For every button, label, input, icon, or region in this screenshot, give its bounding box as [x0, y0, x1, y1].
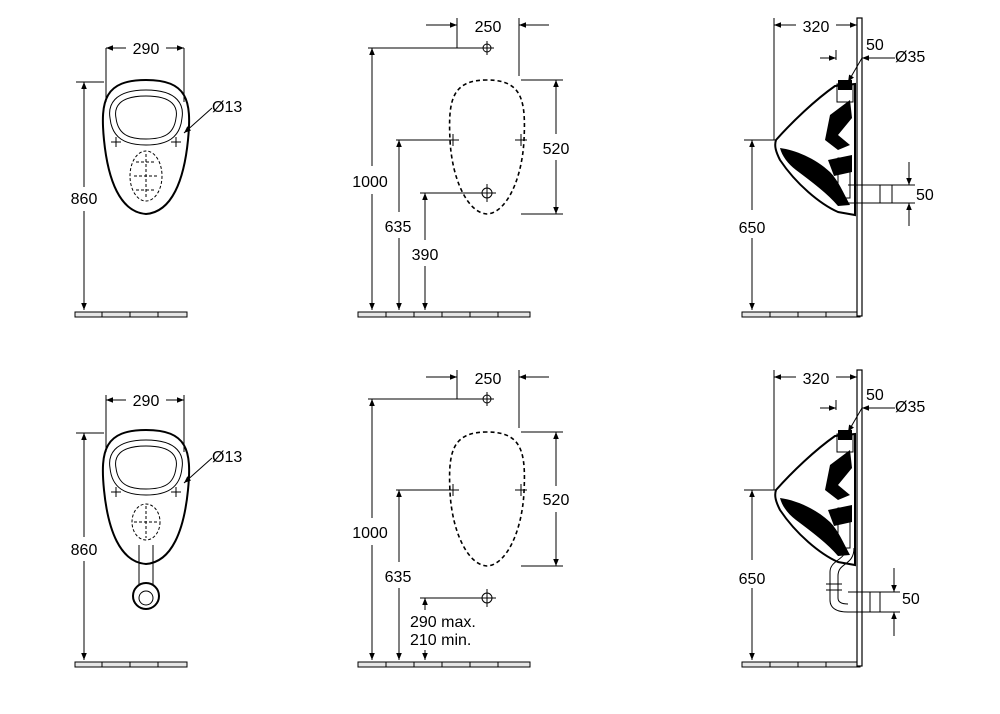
outlet-pipe: [848, 184, 893, 204]
outlet-height-dimension: 390: [412, 193, 478, 310]
floor-line: [741, 661, 861, 668]
outlet-label: 50: [916, 187, 934, 204]
bottom-front-view: 290 Ø13 860: [71, 393, 242, 668]
fixing-points: [447, 392, 527, 607]
top-side-view: 320 50 Ø35 650 50: [739, 18, 934, 318]
bottom-installation-view: 250 1000 635 290 max. 210 min. 520: [352, 370, 570, 668]
width-dimension: 290: [106, 41, 184, 102]
floor-line: [741, 311, 861, 318]
outlet-height-label: 390: [412, 247, 439, 264]
bowl-height-label: 520: [543, 141, 570, 158]
outlet-label: 50: [902, 591, 920, 608]
fixing-height-dimension: 635: [385, 490, 447, 660]
width-dimension: 290: [106, 393, 184, 452]
bottom-side-view: 320 50 Ø35 650 50: [739, 369, 925, 668]
inlet-diameter-label: Ø35: [895, 399, 925, 416]
top-width-dimension: 250: [426, 18, 549, 76]
hole-diameter-label: Ø13: [212, 99, 242, 116]
height-dimension: 860: [71, 433, 104, 660]
urinal-side-profile: [774, 80, 856, 217]
outlet-height-dimension: 290 max. 210 min.: [410, 597, 478, 660]
total-height-dimension: 1000: [352, 48, 480, 310]
rim-height-dimension: 650: [739, 140, 776, 310]
hole-diameter-label: Ø13: [212, 449, 242, 466]
urinal-side-profile: [774, 430, 856, 567]
outlet-dimension: 50: [892, 162, 934, 226]
depth-label: 320: [803, 371, 830, 388]
bowl-height-dimension: 520: [521, 80, 570, 215]
outlet-max-label: 290 max.: [410, 614, 476, 631]
offset-label: 50: [866, 37, 884, 54]
height-dimension: 860: [71, 82, 104, 310]
offset-dimension: 50: [820, 387, 884, 411]
total-height-label: 1000: [352, 525, 388, 542]
top-width-dimension: 250: [426, 370, 549, 428]
fixing-height-dimension: 635: [385, 140, 447, 310]
wall: [856, 369, 863, 667]
siphon-trap: [132, 545, 160, 610]
inlet-dimension: Ø35: [847, 49, 925, 83]
floor-line: [357, 311, 531, 318]
fixing-height-label: 635: [385, 219, 412, 236]
height-label: 860: [71, 191, 98, 208]
fixing-height-label: 635: [385, 569, 412, 586]
inlet-diameter-label: Ø35: [895, 49, 925, 66]
urinal-front-outline: [101, 78, 191, 216]
bowl-height-dimension: 520: [521, 432, 570, 567]
hole-dimension: Ø13: [183, 99, 242, 134]
top-installation-view: 250 1000 635 390 520: [352, 18, 570, 318]
urinal-front-outline: [101, 428, 191, 566]
rim-height-label: 650: [739, 220, 766, 237]
rim-height-label: 650: [739, 571, 766, 588]
floor-line: [74, 661, 188, 668]
total-height-label: 1000: [352, 174, 388, 191]
hole-dimension: Ø13: [183, 449, 242, 484]
width-label: 290: [133, 393, 160, 410]
outlet-dimension: 50: [880, 568, 920, 636]
bowl-outline-dashed: [448, 79, 526, 215]
height-label: 860: [71, 542, 98, 559]
bowl-outline-dashed: [448, 431, 526, 567]
top-width-label: 250: [475, 371, 502, 388]
offset-label: 50: [866, 387, 884, 404]
depth-label: 320: [803, 19, 830, 36]
inlet-dimension: Ø35: [847, 399, 925, 433]
depth-dimension: 320: [773, 18, 857, 140]
top-front-view: 290 Ø13 860: [71, 41, 242, 318]
depth-dimension: 320: [773, 370, 857, 490]
siphon-pipe: [826, 547, 881, 613]
floor-line: [357, 661, 531, 668]
fixing-points: [447, 41, 527, 202]
floor-line: [74, 311, 188, 318]
offset-dimension: 50: [820, 37, 884, 61]
total-height-dimension: 1000: [352, 399, 480, 660]
outlet-min-label: 210 min.: [410, 632, 471, 649]
width-label: 290: [133, 41, 160, 58]
rim-height-dimension: 650: [739, 490, 776, 660]
bowl-height-label: 520: [543, 492, 570, 509]
top-width-label: 250: [475, 19, 502, 36]
